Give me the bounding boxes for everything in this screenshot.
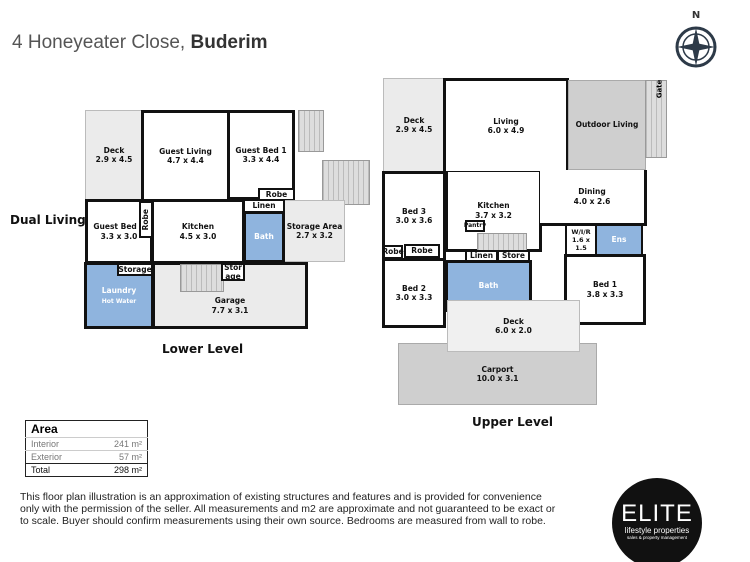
page-title: 4 Honeyeater Close, Buderim	[12, 32, 268, 53]
dual-living-label: Dual Living	[10, 213, 86, 227]
area-heading: Area	[31, 422, 58, 436]
stairs	[298, 110, 324, 152]
stairs	[180, 264, 224, 292]
north-label: N	[691, 10, 701, 21]
room-lower-bath: Bath	[243, 211, 285, 263]
room-outdoor-living: Outdoor Living	[568, 80, 646, 170]
stairs	[477, 233, 527, 251]
room-robe-a: Robe	[382, 245, 404, 259]
room-stor-age: Stor age	[221, 263, 245, 281]
room-pantry: Pantry	[464, 220, 486, 232]
room-lower-storage: Storage	[117, 263, 153, 276]
lower-level-label: Lower Level	[162, 342, 244, 356]
compass-icon: N	[674, 10, 718, 72]
upper-level-label: Upper Level	[472, 415, 554, 429]
disclaimer: This floor plan illustration is an appro…	[20, 491, 556, 527]
stairs	[322, 160, 370, 205]
room-ensuite: Ens	[595, 224, 643, 256]
elite-logo: ELITE lifestyle properties sales & prope…	[612, 478, 702, 562]
room-robe-b: Robe	[404, 244, 440, 258]
gate-stairs: Gate	[645, 80, 667, 158]
